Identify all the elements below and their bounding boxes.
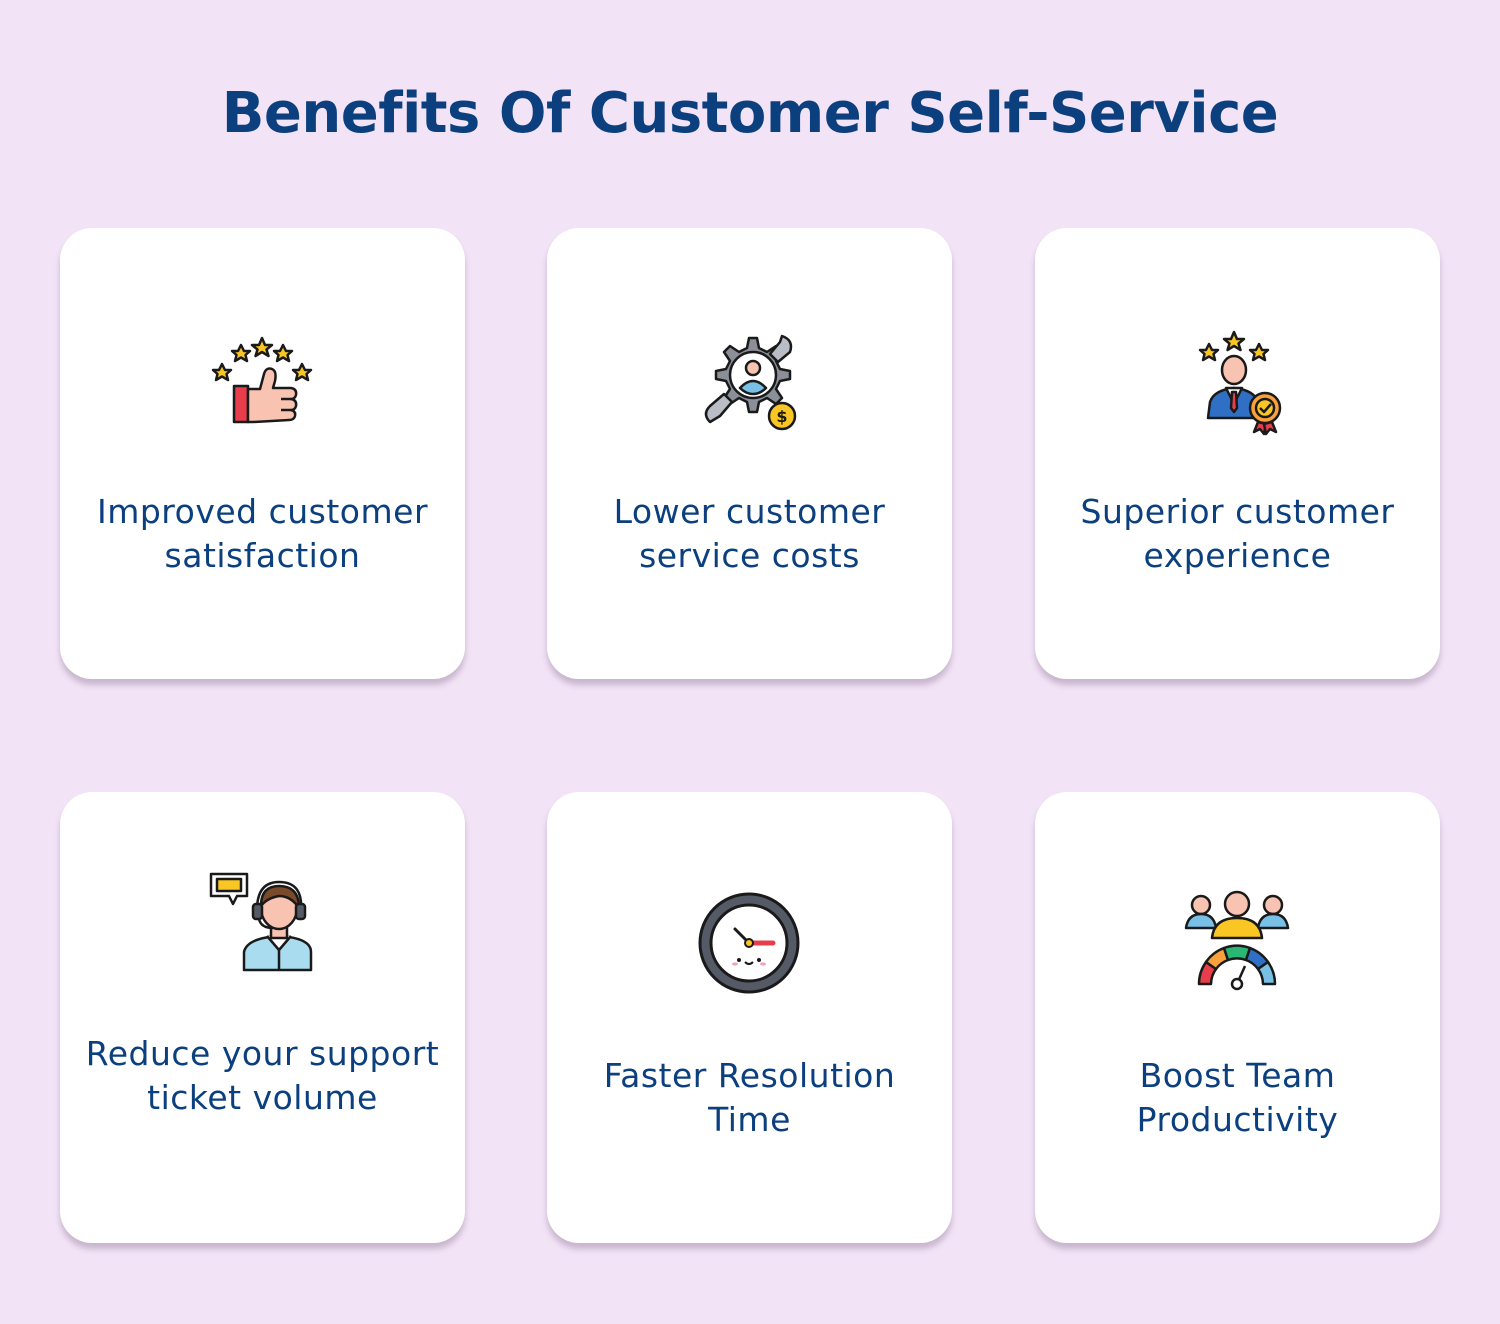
benefit-label: Improved customer satisfaction	[96, 492, 429, 575]
benefit-card-team-productivity: Boost Team Productivity	[1035, 792, 1440, 1243]
benefit-label: Reduce your support ticket volume	[85, 1034, 440, 1117]
benefit-card-experience: Superior customer experience	[1035, 228, 1440, 679]
thumbs-up-stars-icon	[207, 331, 317, 441]
benefit-label: Boost Team Productivity	[1136, 1056, 1339, 1139]
gear-user-cost-icon: $	[694, 328, 804, 438]
benefit-card-resolution-time: Faster Resolution Time	[547, 792, 952, 1243]
benefit-card-costs: $ Lower customer service costs	[547, 228, 952, 679]
page-title: Benefits Of Customer Self-Service	[221, 81, 1279, 146]
benefit-card-ticket-volume: Reduce your support ticket volume	[60, 792, 465, 1243]
team-gauge-icon	[1182, 888, 1292, 998]
clock-icon	[694, 888, 804, 998]
svg-text:$: $	[776, 407, 787, 426]
support-agent-ticket-icon	[207, 870, 317, 980]
benefit-label: Lower customer service costs	[613, 492, 886, 575]
user-award-stars-icon	[1182, 328, 1292, 438]
benefit-label: Faster Resolution Time	[603, 1056, 896, 1139]
benefit-label: Superior customer experience	[1080, 492, 1395, 575]
benefit-card-satisfaction: Improved customer satisfaction	[60, 228, 465, 679]
